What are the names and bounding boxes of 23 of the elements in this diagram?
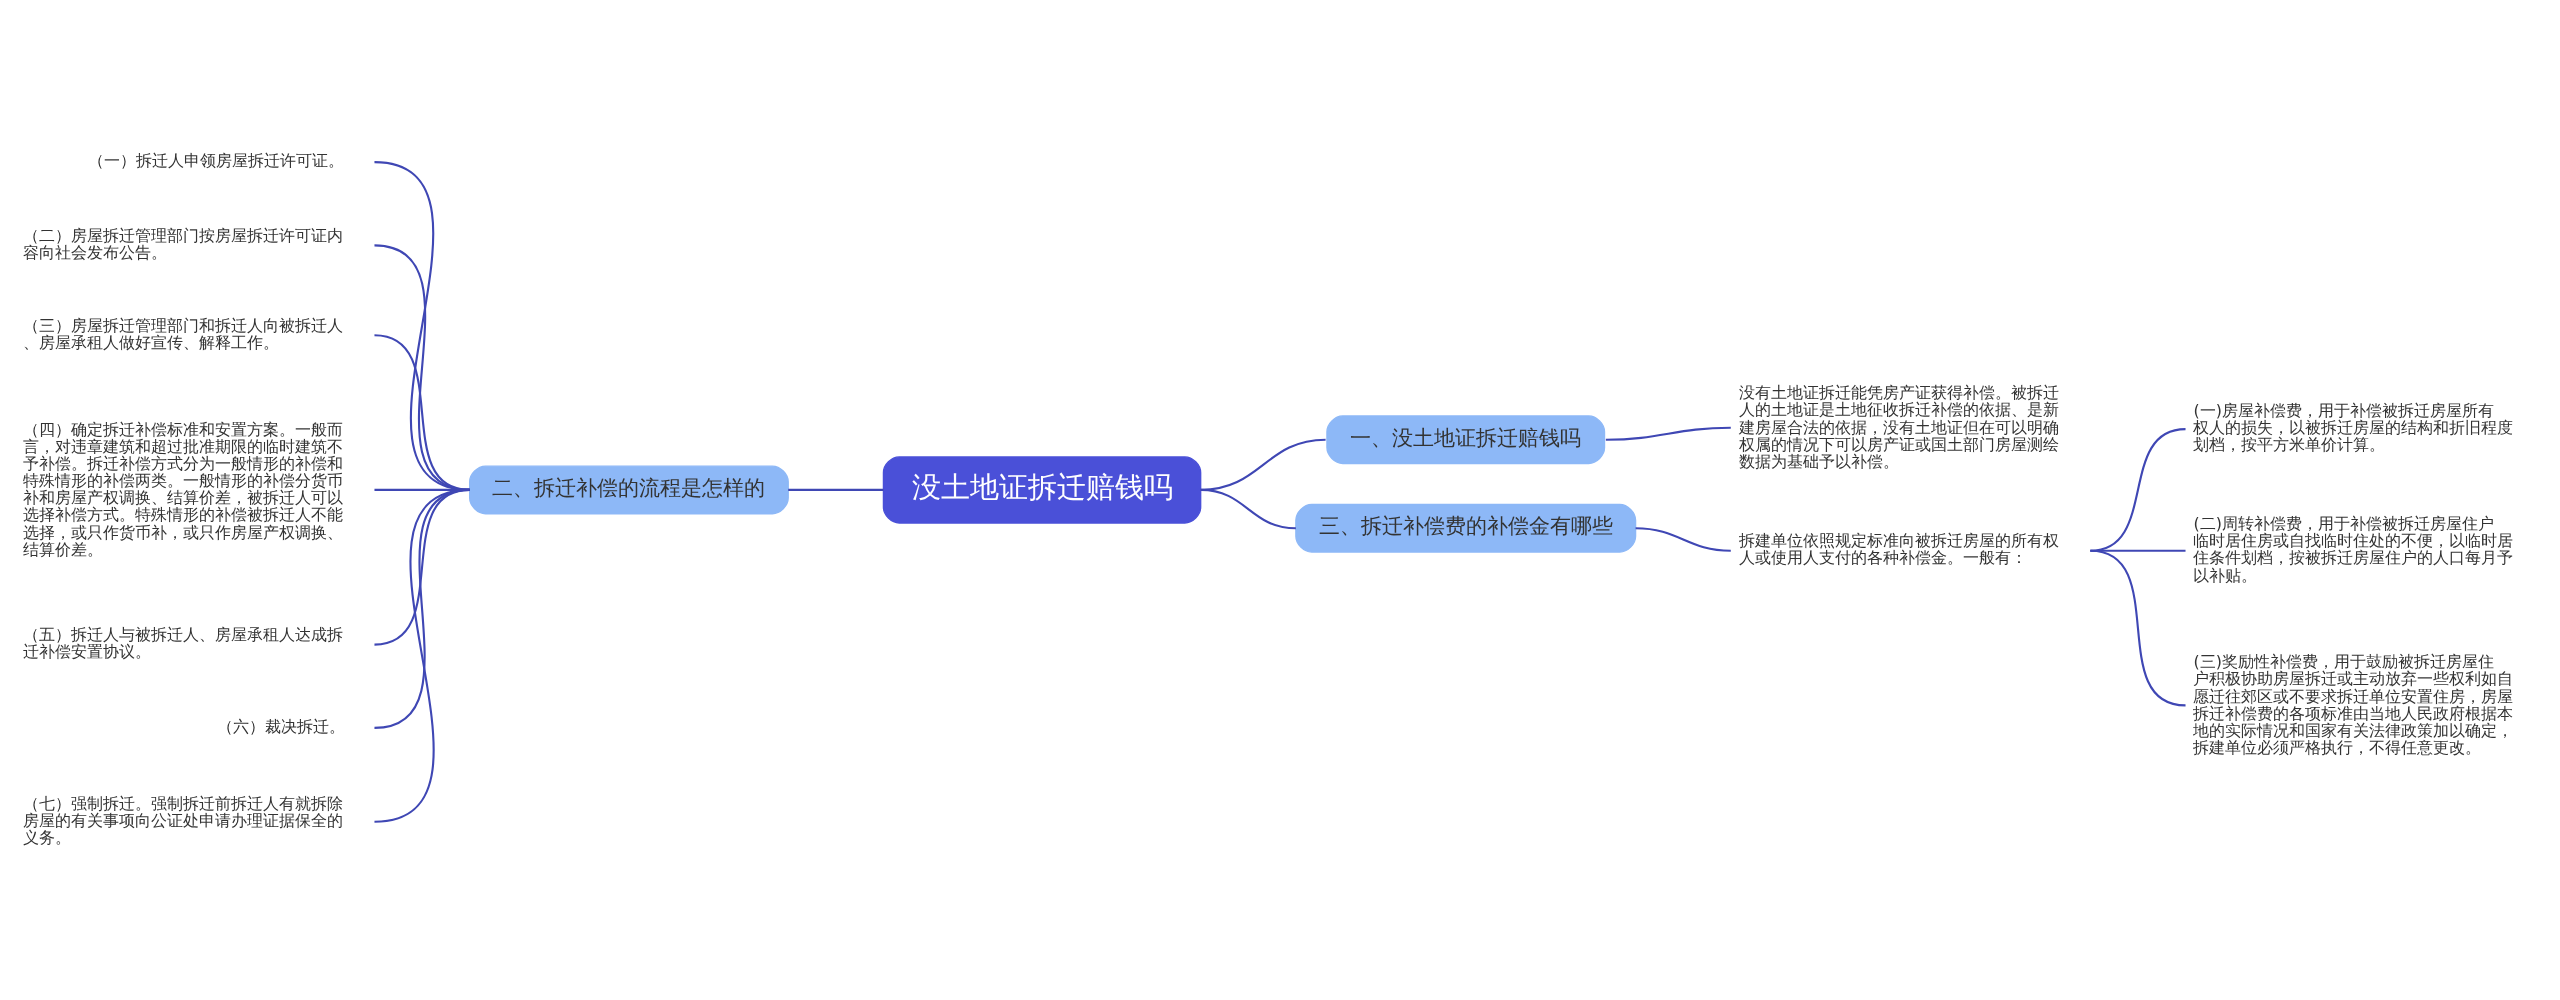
node-text: （四）确定拆迁补偿标准和安置方案。一般而言，对违章建筑和超过批准期限的临时建筑不予补偿。拆迁补偿方式分为一般情形的补偿和特殊情形的补偿两类。一般情形的补偿分货币补和房屋产权调换、结算价差，被拆迁人可以选择补偿方式。特殊情形的补偿被拆迁人不能选择，或只作货币补，或只作房屋产权调换、结算价差。 xyxy=(22,419,343,559)
node-text: （二）房屋拆迁管理部门按房屋拆迁许可证内容向社会发布公告。 xyxy=(22,225,343,262)
node-box: 二、拆迁补偿的流程是怎样的 xyxy=(469,464,789,514)
node-box: 没土地证拆迁赔钱吗 xyxy=(882,455,1202,524)
connector xyxy=(1200,488,1296,529)
node-text: （三）房屋拆迁管理部门和拆迁人向被拆迁人、房屋承租人做好宣传、解释工作。 xyxy=(22,315,343,352)
connector xyxy=(788,488,884,491)
node-text: 拆建单位依照规定标准向被拆迁房屋的所有权人或使用人支付的各种补偿金。一般有： xyxy=(1738,530,2059,567)
node-text: （五）拆迁人与被拆迁人、房屋承租人达成拆迁补偿安置协议。 xyxy=(22,624,343,661)
connector xyxy=(374,488,470,823)
node-text: （七）强制拆迁。强制拆迁前拆迁人有就拆除房屋的有关事项向公证处申请办理证据保全的义务。 xyxy=(22,793,343,847)
node-box: 一、没土地证拆迁赔钱吗 xyxy=(1326,414,1606,464)
connector xyxy=(1635,526,1731,552)
node-text: (一)房屋补偿费，用于补偿被拆迁房屋所有权人的损失，以被拆迁房屋的结构和折旧程度划档，按平方米单价计算。 xyxy=(2193,400,2514,454)
connector xyxy=(1605,426,1731,441)
connector xyxy=(2090,427,2186,552)
node-text: （一）拆迁人申领房屋拆迁许可证。 xyxy=(87,150,344,170)
node-text: (三)奖励性补偿费，用于鼓励被拆迁房屋住户积极协助房屋拆迁或主动放弃一些权利如自愿迁往郊区或不要求拆迁单位安置住房，房屋拆迁补偿费的各项标准由当地人民政府根据本地的实际情况和国家有关法律政策加以确定，拆建单位必须严格执行，不得任意更改。 xyxy=(2193,651,2514,757)
node-text: 没有土地证拆迁能凭房产证获得补偿。被拆迁人的土地证是土地征收拆迁补偿的依据、是新建房屋合法的依据，没有土地证但在可以明确权属的情况下可以房产证或国土部门房屋测绘数据为基础予以补偿。 xyxy=(1738,382,2059,471)
node-box: 三、拆迁补偿费的补偿金有哪些 xyxy=(1295,503,1637,553)
connector xyxy=(2090,549,2186,706)
node-text: (二)周转补偿费，用于补偿被拆迁房屋住户临时居住房或自找临时住处的不便，以临时居住条件划档，按被拆迁房屋住户的人口每月予以补贴。 xyxy=(2193,513,2514,585)
node-text: （六）裁决拆迁。 xyxy=(217,716,346,736)
